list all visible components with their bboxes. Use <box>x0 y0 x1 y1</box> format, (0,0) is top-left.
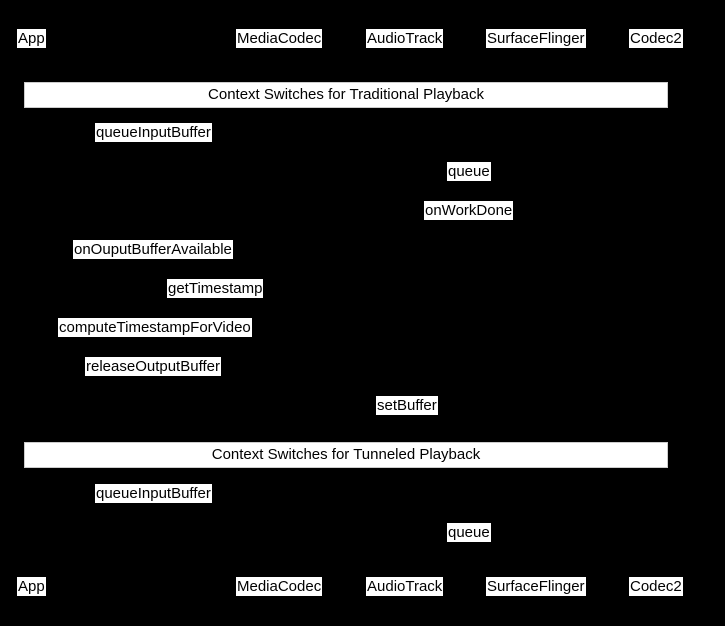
message-queue-2-text: queue <box>448 524 490 541</box>
message-get-timestamp-text: getTimestamp <box>168 280 263 297</box>
message-on-ouput-buffer-available: onOuputBufferAvailable <box>73 240 233 259</box>
message-compute-timestamp-for-video-text: computeTimestampForVideo <box>59 319 251 336</box>
participant-bottom-audiotrack-text: AudioTrack <box>367 578 443 595</box>
message-on-work-done: onWorkDone <box>424 201 514 220</box>
section-bar-tunneled-text: Context Switches for Tunneled Playback <box>211 446 481 463</box>
message-queue-input-buffer-1-text: queueInputBuffer <box>96 124 211 141</box>
message-queue-input-buffer-2: queueInputBuffer <box>95 484 212 503</box>
message-queue-2: queue <box>447 523 491 542</box>
section-bar-traditional-text: Context Switches for Traditional Playbac… <box>208 86 484 103</box>
participant-bottom-codec2-text: Codec2 <box>630 578 682 595</box>
participant-bottom-app: App <box>17 577 46 596</box>
section-bar-tunneled: Context Switches for Tunneled Playback <box>24 442 668 468</box>
participant-top-audiotrack: AudioTrack <box>366 29 444 48</box>
participant-top-app-text: App <box>18 30 45 47</box>
participant-top-surfaceflinger-text: SurfaceFlinger <box>487 30 585 47</box>
participant-top-audiotrack-text: AudioTrack <box>367 30 443 47</box>
participant-bottom-surfaceflinger: SurfaceFlinger <box>486 577 586 596</box>
participant-top-codec2-text: Codec2 <box>630 30 682 47</box>
message-queue-1-text: queue <box>448 163 490 180</box>
message-compute-timestamp-for-video: computeTimestampForVideo <box>58 318 252 337</box>
message-on-ouput-buffer-available-text: onOuputBufferAvailable <box>74 241 232 258</box>
message-release-output-buffer-text: releaseOutputBuffer <box>86 358 220 375</box>
participant-bottom-mediacodec-text: MediaCodec <box>237 578 322 595</box>
participant-top-codec2: Codec2 <box>629 29 683 48</box>
participant-bottom-app-text: App <box>18 578 45 595</box>
participant-top-mediacodec: MediaCodec <box>236 29 323 48</box>
message-on-work-done-text: onWorkDone <box>425 202 513 219</box>
message-queue-1: queue <box>447 162 491 181</box>
message-get-timestamp: getTimestamp <box>167 279 264 298</box>
message-set-buffer-text: setBuffer <box>377 397 437 414</box>
message-queue-input-buffer-1: queueInputBuffer <box>95 123 212 142</box>
participant-bottom-codec2: Codec2 <box>629 577 683 596</box>
participant-bottom-surfaceflinger-text: SurfaceFlinger <box>487 578 585 595</box>
participant-bottom-audiotrack: AudioTrack <box>366 577 444 596</box>
participant-top-mediacodec-text: MediaCodec <box>237 30 322 47</box>
message-queue-input-buffer-2-text: queueInputBuffer <box>96 485 211 502</box>
participant-bottom-mediacodec: MediaCodec <box>236 577 323 596</box>
message-set-buffer: setBuffer <box>376 396 438 415</box>
section-bar-traditional: Context Switches for Traditional Playbac… <box>24 82 668 108</box>
message-release-output-buffer: releaseOutputBuffer <box>85 357 221 376</box>
participant-top-app: App <box>17 29 46 48</box>
participant-top-surfaceflinger: SurfaceFlinger <box>486 29 586 48</box>
